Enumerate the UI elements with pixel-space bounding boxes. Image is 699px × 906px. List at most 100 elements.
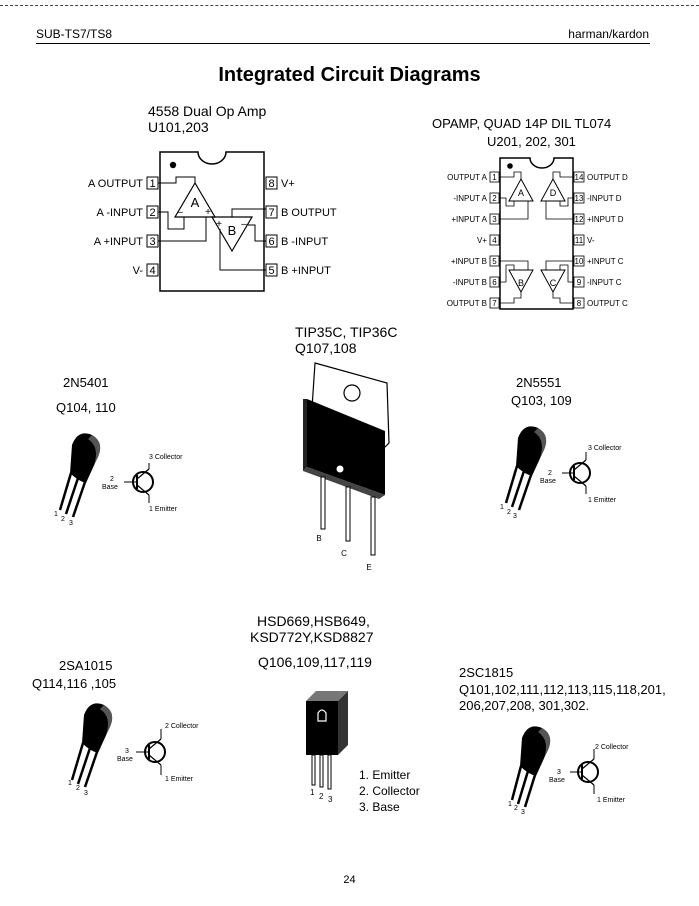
q2sc1815-name: 2SC1815 [459, 665, 514, 680]
svg-text:-INPUT A: -INPUT A [453, 194, 487, 203]
tip35c-name: TIP35C, TIP36C [295, 324, 398, 340]
svg-text:3: 3 [125, 748, 129, 755]
svg-text:3: 3 [513, 513, 517, 520]
svg-text:+: + [216, 219, 222, 230]
svg-text:1: 1 [500, 504, 504, 511]
dual-opamp-body [159, 151, 265, 292]
svg-text:OUTPUT A: OUTPUT A [447, 173, 488, 182]
pin-label: V+ [281, 178, 295, 190]
left-pin-boxes [146, 176, 159, 277]
svg-text:A: A [518, 188, 524, 198]
svg-text:1 Emitter: 1 Emitter [149, 506, 178, 513]
svg-text:1 Emitter: 1 Emitter [165, 776, 194, 783]
svg-text:3: 3 [69, 520, 73, 527]
pin-num: 2 [149, 207, 155, 219]
dual-opamp-name: 4558 Dual Op Amp [148, 103, 267, 119]
svg-text:2: 2 [507, 509, 511, 516]
hsd669-legend-3: 3. Base [359, 800, 400, 814]
pin-label: V- [133, 265, 144, 277]
pin1-dot [169, 161, 177, 169]
svg-text:-INPUT D: -INPUT D [587, 194, 622, 203]
pin-label: A +INPUT [94, 236, 143, 248]
svg-text:–: – [241, 219, 247, 230]
header-model: SUB-TS7/TS8 [36, 27, 113, 41]
svg-text:Base: Base [549, 777, 565, 784]
svg-text:2 Collector: 2 Collector [595, 744, 629, 751]
pin-num: 8 [268, 178, 274, 190]
quad-opamp-refs: U201, 202, 301 [487, 134, 576, 149]
dual-opamp-refs: U101,203 [148, 119, 209, 135]
svg-text:V-: V- [587, 236, 595, 245]
svg-text:10: 10 [575, 257, 584, 266]
pin-label: B -INPUT [281, 236, 328, 248]
svg-text:OUTPUT C: OUTPUT C [587, 299, 628, 308]
svg-text:2: 2 [514, 805, 518, 812]
svg-text:2: 2 [76, 785, 80, 792]
svg-text:–: – [177, 207, 183, 218]
svg-text:+INPUT A: +INPUT A [451, 215, 487, 224]
svg-text:12: 12 [575, 215, 584, 224]
svg-text:3 Collector: 3 Collector [149, 454, 183, 461]
pin-label: A OUTPUT [88, 178, 143, 190]
svg-text:2: 2 [319, 792, 324, 801]
pin-num: 7 [268, 207, 274, 219]
svg-text:1: 1 [492, 173, 497, 182]
svg-text:4: 4 [492, 236, 497, 245]
q2sc1815-refs-line2: 206,207,208, 301,302. [459, 698, 590, 713]
pin-num: 5 [268, 265, 274, 277]
svg-text:1: 1 [508, 801, 512, 808]
svg-text:+: + [205, 207, 211, 218]
svg-text:+INPUT B: +INPUT B [451, 257, 487, 266]
svg-text:6: 6 [492, 278, 497, 287]
hsd669-legend-2: 2. Collector [359, 784, 420, 798]
q2n5551-name: 2N5551 [516, 375, 562, 390]
svg-text:-INPUT B: -INPUT B [453, 278, 487, 287]
svg-text:13: 13 [575, 194, 584, 203]
lead-b: B [316, 534, 321, 543]
pin-label: A -INPUT [97, 207, 144, 219]
q2sc1815-refs-line1: Q101,102,111,112,113,115,118,201, [459, 682, 666, 697]
pin-num: 4 [149, 265, 155, 277]
opamp-a-label: A [191, 195, 200, 210]
hsd669-legend-1: 1. Emitter [359, 768, 411, 782]
q2n5551-refs: Q103, 109 [511, 393, 572, 408]
svg-text:7: 7 [492, 299, 497, 308]
pin-num: 3 [149, 236, 155, 248]
svg-text:8: 8 [577, 299, 582, 308]
svg-text:2: 2 [548, 470, 552, 477]
svg-text:-INPUT C: -INPUT C [587, 278, 622, 287]
svg-text:3: 3 [557, 769, 561, 776]
header-brand: harman/kardon [568, 27, 649, 41]
svg-text:3: 3 [328, 795, 333, 804]
q2sa1015-diagram: 1 2 3 2 Collector 3 Base 1 Emitter [68, 703, 199, 797]
svg-text:3: 3 [521, 809, 525, 816]
quad-opamp-name: OPAMP, QUAD 14P DIL TL074 [432, 116, 612, 131]
q2n5401-refs: Q104, 110 [56, 400, 116, 415]
svg-text:1: 1 [310, 788, 315, 797]
svg-text:OUTPUT D: OUTPUT D [587, 173, 628, 182]
svg-text:B: B [518, 278, 524, 288]
pin-num: 1 [149, 178, 155, 190]
q2sa1015-name: 2SA1015 [59, 658, 113, 673]
svg-text:Base: Base [102, 484, 118, 491]
quad-opamp-body [499, 157, 574, 310]
top-dashed-line [0, 5, 699, 6]
opamp-b-label: B [228, 223, 237, 238]
q2sc1815-diagram: 1 2 3 2 Collector 3 Base 1 Emitter [508, 726, 629, 816]
svg-text:V+: V+ [477, 236, 487, 245]
svg-text:2 Collector: 2 Collector [165, 723, 199, 730]
svg-text:+INPUT D: +INPUT D [587, 215, 624, 224]
dual-opamp-diagram: 1 2 3 4 8 7 6 5 A OUTPUT A -INPUT A +INP… [88, 151, 337, 292]
hsd669-line2: KSD772Y,KSD8827 [250, 629, 374, 645]
quad-opamp-diagram: 1 2 3 4 5 6 7 14 13 12 11 10 9 8 OUTPUT … [447, 157, 628, 310]
svg-text:+INPUT C: +INPUT C [587, 257, 624, 266]
svg-text:OUTPUT B: OUTPUT B [447, 299, 487, 308]
hsd669-refs: Q106,109,117,119 [258, 654, 372, 670]
svg-text:Base: Base [117, 756, 133, 763]
svg-text:3: 3 [84, 790, 88, 797]
lead-c: C [341, 549, 347, 558]
header-rule [36, 43, 650, 44]
lead-e: E [366, 563, 371, 572]
tip35c-package: B C E [303, 362, 390, 572]
svg-text:3 Collector: 3 Collector [588, 445, 622, 452]
